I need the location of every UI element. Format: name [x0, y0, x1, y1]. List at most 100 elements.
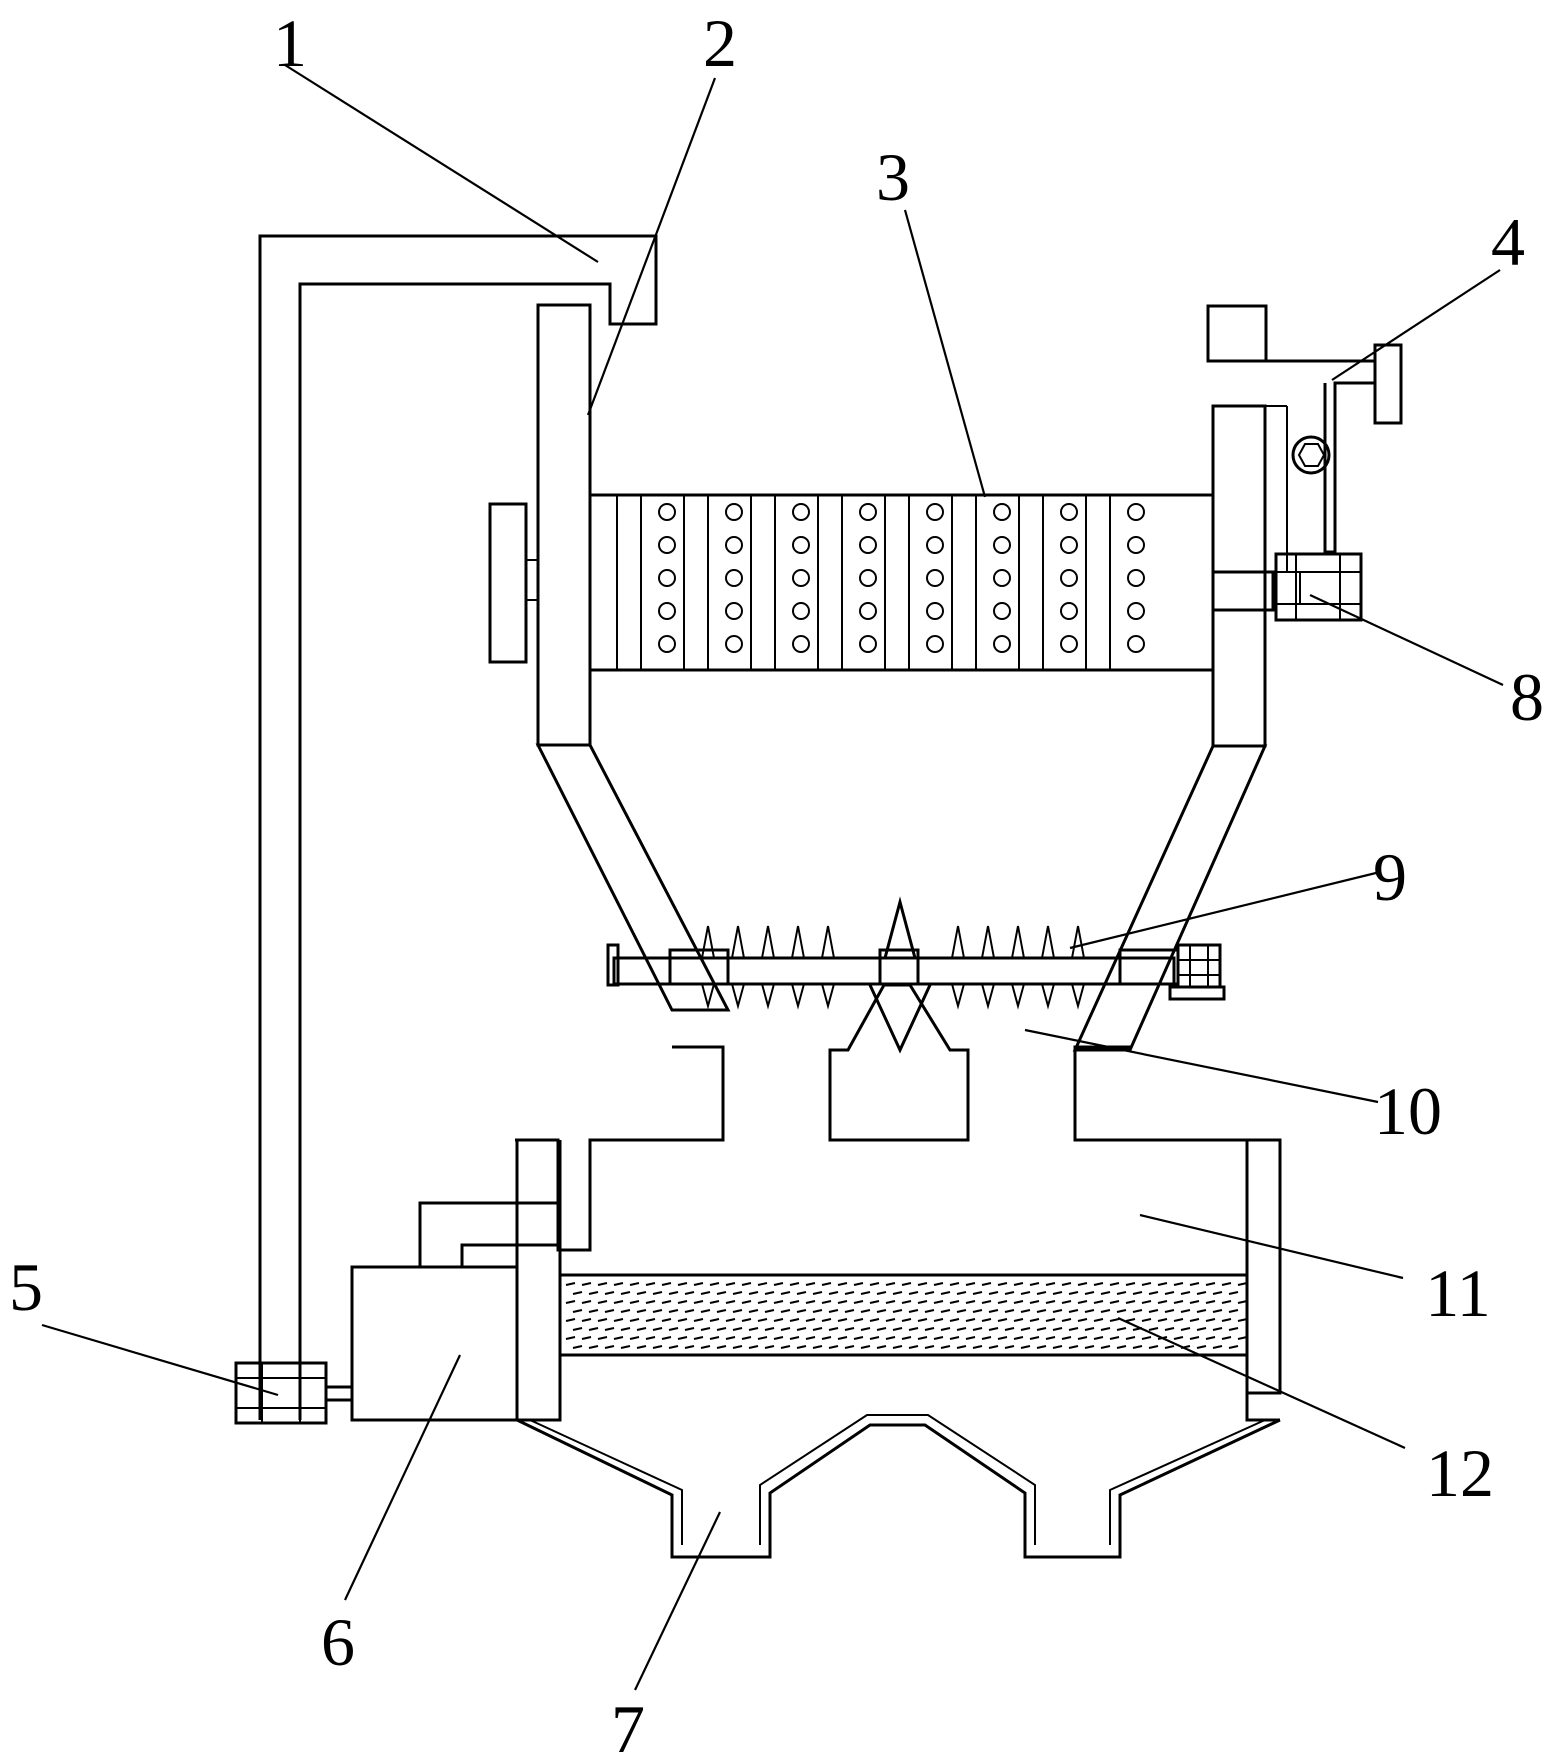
filter-dash	[716, 1291, 727, 1295]
filter-dash	[805, 1336, 816, 1340]
filter-dash	[1052, 1309, 1063, 1313]
filter-dash	[1125, 1300, 1136, 1304]
filter-dash	[988, 1291, 999, 1295]
filter-dash	[1237, 1318, 1248, 1322]
screw-spike	[951, 925, 965, 959]
filter-dash	[1084, 1309, 1095, 1313]
filter-dash	[1093, 1336, 1104, 1340]
filter-dash	[1100, 1309, 1111, 1313]
filter-dash	[588, 1345, 599, 1349]
drum-hole	[1127, 602, 1145, 620]
filter-dash	[844, 1345, 855, 1349]
filter-dash	[773, 1336, 784, 1340]
filter-dash	[700, 1291, 711, 1295]
filter-dash	[629, 1336, 640, 1340]
filter-dash	[597, 1318, 608, 1322]
filter-dash	[1141, 1282, 1152, 1286]
filter-dash	[1077, 1300, 1088, 1304]
filter-dash	[636, 1291, 647, 1295]
filter-dash	[1125, 1282, 1136, 1286]
filter-dash	[876, 1291, 887, 1295]
filter-dash	[885, 1336, 896, 1340]
filter-dash	[1125, 1318, 1136, 1322]
filter-dash	[1221, 1300, 1232, 1304]
filter-dash	[588, 1327, 599, 1331]
filter-dash	[1077, 1282, 1088, 1286]
leader-2	[586, 77, 717, 416]
filter-dash	[1029, 1300, 1040, 1304]
filter-dash	[997, 1336, 1008, 1340]
filter-dash	[860, 1345, 871, 1349]
filter-dash	[1141, 1318, 1152, 1322]
drum-hole	[725, 635, 743, 653]
filter-dash	[1068, 1291, 1079, 1295]
filter-dash	[764, 1345, 775, 1349]
filter-dash	[1068, 1345, 1079, 1349]
filter-dash	[1004, 1345, 1015, 1349]
filter-dash	[876, 1309, 887, 1313]
filter-dash	[1029, 1318, 1040, 1322]
drum-hole	[926, 569, 944, 587]
filter-dash	[805, 1300, 816, 1304]
filter-dash	[1093, 1318, 1104, 1322]
drum-hole	[1060, 602, 1078, 620]
filter-dash	[732, 1291, 743, 1295]
filter-dash	[1004, 1309, 1015, 1313]
filter-dash	[908, 1291, 919, 1295]
filter-dash	[668, 1291, 679, 1295]
filter-dash	[901, 1282, 912, 1286]
filter-dash	[821, 1318, 832, 1322]
screw-spike	[761, 925, 775, 959]
filter-dash	[613, 1336, 624, 1340]
drum-hole	[658, 569, 676, 587]
filter-dash	[1084, 1345, 1095, 1349]
filter-dash	[876, 1345, 887, 1349]
filter-dash	[965, 1282, 976, 1286]
filter-dash	[604, 1327, 615, 1331]
filter-dash	[796, 1327, 807, 1331]
discharge-outlet	[515, 983, 1282, 1395]
filter-dash	[981, 1300, 992, 1304]
filter-dash	[1116, 1309, 1127, 1313]
filter-dash	[572, 1327, 583, 1331]
filter-dash	[917, 1282, 928, 1286]
part-labels: 1 2 3 4 5 6 7 8 9 10 11 12	[9, 5, 1544, 1761]
feed-pipe	[258, 234, 658, 1420]
filter-dash	[1173, 1282, 1184, 1286]
filter-dash	[1189, 1300, 1200, 1304]
filter-dash	[700, 1327, 711, 1331]
filter-dash	[613, 1282, 624, 1286]
filter-dash	[892, 1309, 903, 1313]
filter-dash	[588, 1291, 599, 1295]
filter-dash	[620, 1345, 631, 1349]
drum-hole	[725, 503, 743, 521]
filter-dash	[860, 1309, 871, 1313]
filter-dash	[821, 1336, 832, 1340]
filter-dash	[565, 1282, 576, 1286]
filter-dash	[1205, 1282, 1216, 1286]
filter-dash	[725, 1282, 736, 1286]
filter-dash	[1212, 1327, 1223, 1331]
filter-dash	[1132, 1309, 1143, 1313]
filter-dash	[1013, 1336, 1024, 1340]
filter-dash	[604, 1291, 615, 1295]
filter-dash	[924, 1291, 935, 1295]
filter-dash	[693, 1336, 704, 1340]
filter-dash	[636, 1345, 647, 1349]
filter-dash	[684, 1345, 695, 1349]
filter-dash	[613, 1318, 624, 1322]
tank-body	[515, 1140, 1280, 1422]
filter-dash	[677, 1336, 688, 1340]
leader-12	[1117, 1316, 1406, 1450]
filter-dash	[741, 1300, 752, 1304]
filter-dash	[1116, 1327, 1127, 1331]
filter-dash	[748, 1345, 759, 1349]
filter-dash	[1157, 1282, 1168, 1286]
filter-dash	[844, 1327, 855, 1331]
drum-hole	[926, 503, 944, 521]
drum-hole	[792, 602, 810, 620]
filter-dash	[1045, 1336, 1056, 1340]
drum-hole	[859, 503, 877, 521]
filter-dash	[812, 1327, 823, 1331]
filter-dash	[1077, 1318, 1088, 1322]
